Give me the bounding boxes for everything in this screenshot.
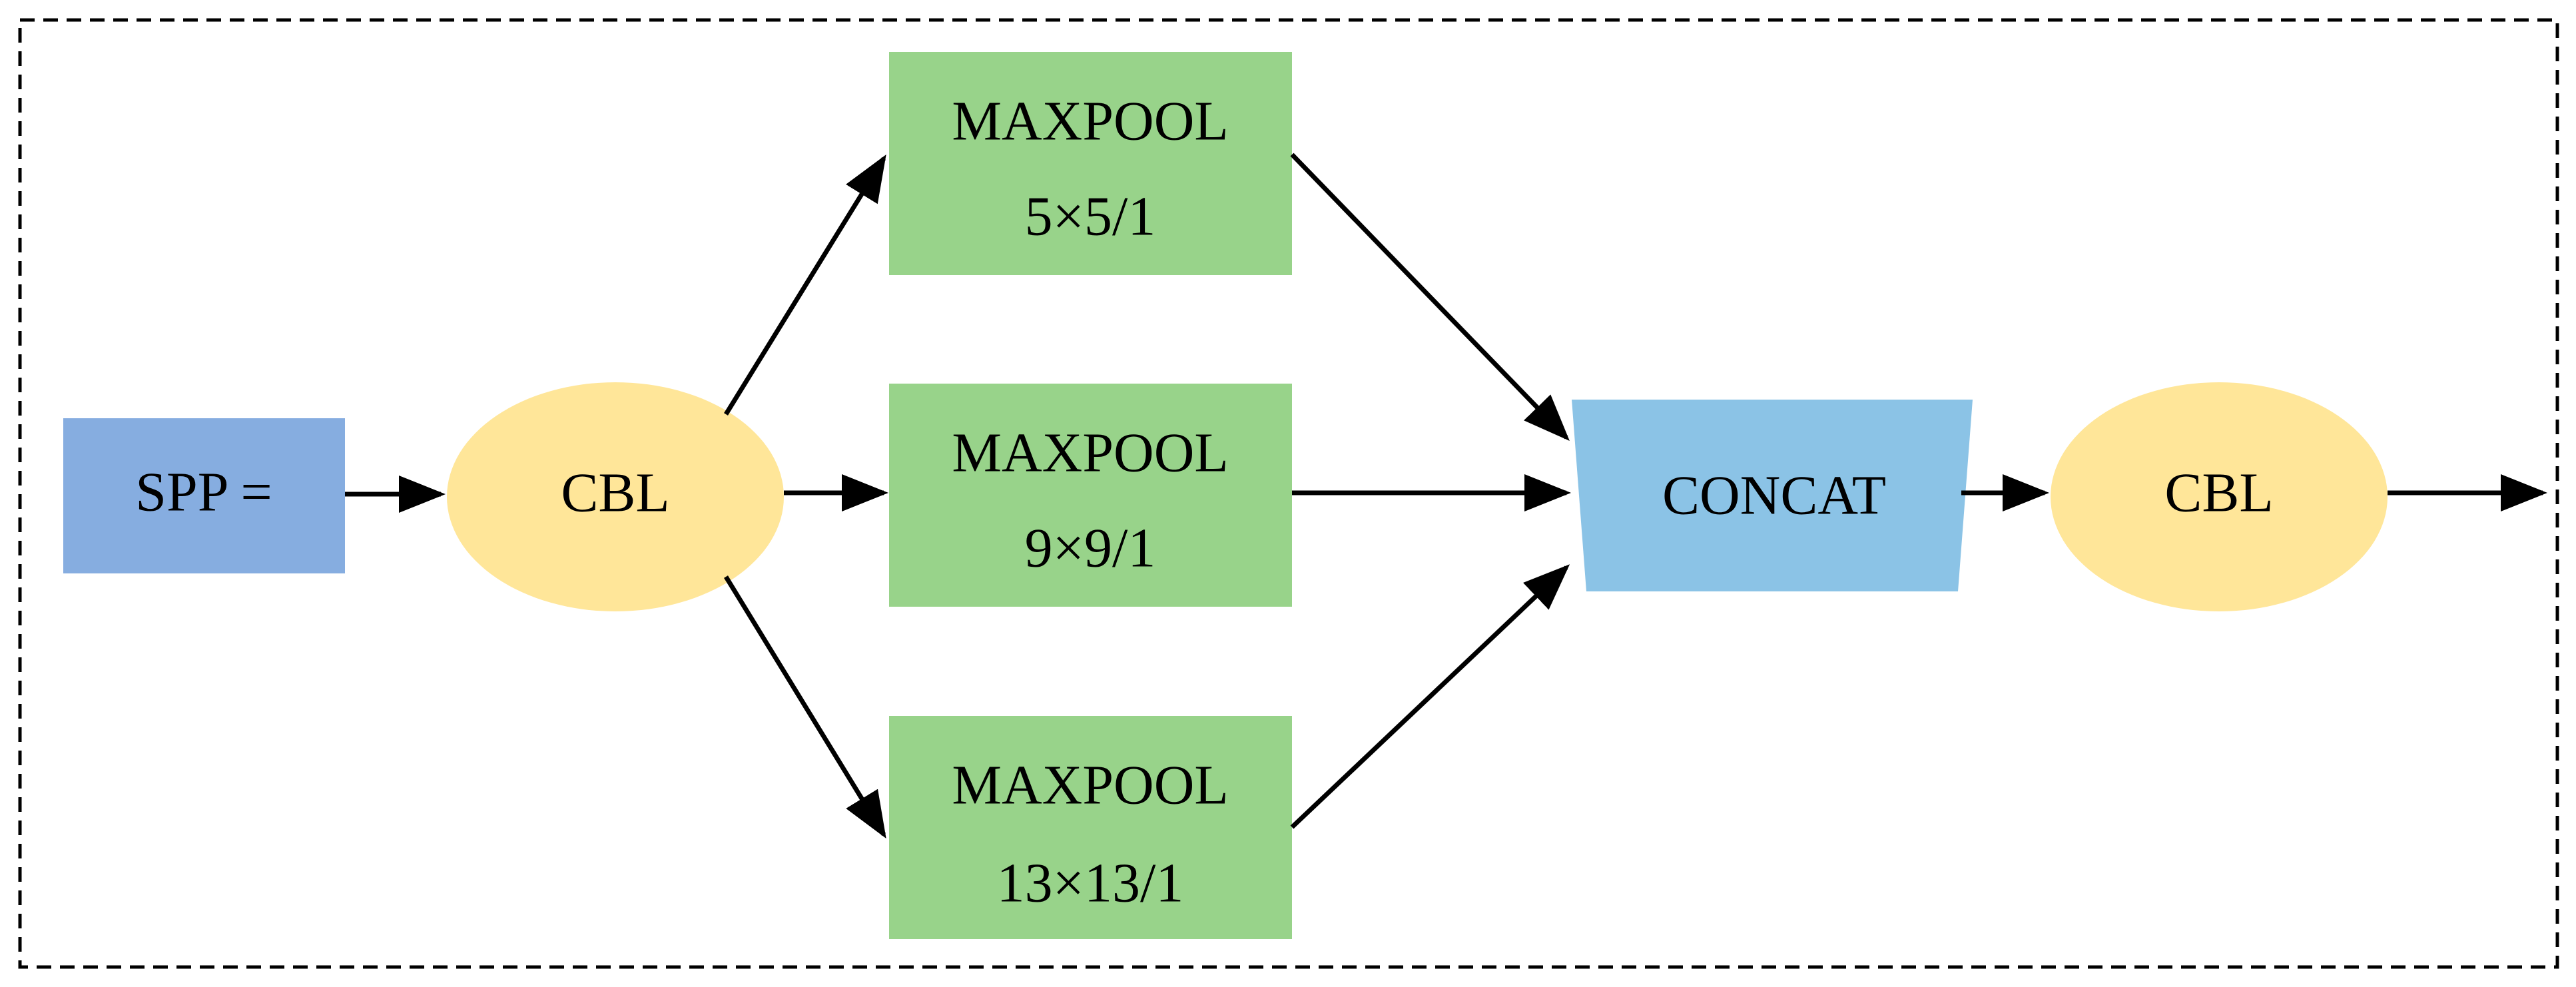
cbl-label-2: CBL <box>2164 462 2273 523</box>
spp-box <box>63 418 345 573</box>
maxpool-node-2: MAXPOOL 9×9/1 <box>889 384 1292 607</box>
maxpool-3-line2: 13×13/1 <box>997 852 1184 914</box>
edge-maxpool-3-to-concat <box>1290 564 1570 829</box>
maxpool-node-3: MAXPOOL 13×13/1 <box>889 716 1292 939</box>
cbl-ellipse-2 <box>2051 382 2388 611</box>
maxpool-box-1 <box>889 52 1292 275</box>
edge-cbl-to-maxpool-1 <box>724 155 886 416</box>
concat-label: CONCAT <box>1662 464 1886 526</box>
maxpool-2-line2: 9×9/1 <box>1025 517 1156 579</box>
dashed-frame <box>18 18 2559 969</box>
edges <box>345 153 2547 838</box>
cbl-node-1: CBL <box>447 382 784 611</box>
spp-label: SPP = <box>135 461 272 523</box>
maxpool-node-1: MAXPOOL 5×5/1 <box>889 52 1292 275</box>
cbl-node-2: CBL <box>2051 382 2388 611</box>
maxpool-3-line1: MAXPOOL <box>952 754 1228 816</box>
maxpool-2-line1: MAXPOOL <box>952 422 1228 484</box>
concat-box <box>1572 400 1973 591</box>
concat-node: CONCAT <box>1572 400 1973 591</box>
maxpool-1-line2: 5×5/1 <box>1025 185 1156 247</box>
maxpool-box-2 <box>889 384 1292 607</box>
edge-cbl-to-maxpool-3 <box>724 575 886 838</box>
edge-maxpool-1-to-concat <box>1290 153 1570 442</box>
cbl-ellipse-1 <box>447 382 784 611</box>
maxpool-1-line1: MAXPOOL <box>952 90 1228 152</box>
spp-node: SPP = <box>63 418 345 573</box>
cbl-label-1: CBL <box>561 462 669 523</box>
maxpool-box-3 <box>889 716 1292 939</box>
